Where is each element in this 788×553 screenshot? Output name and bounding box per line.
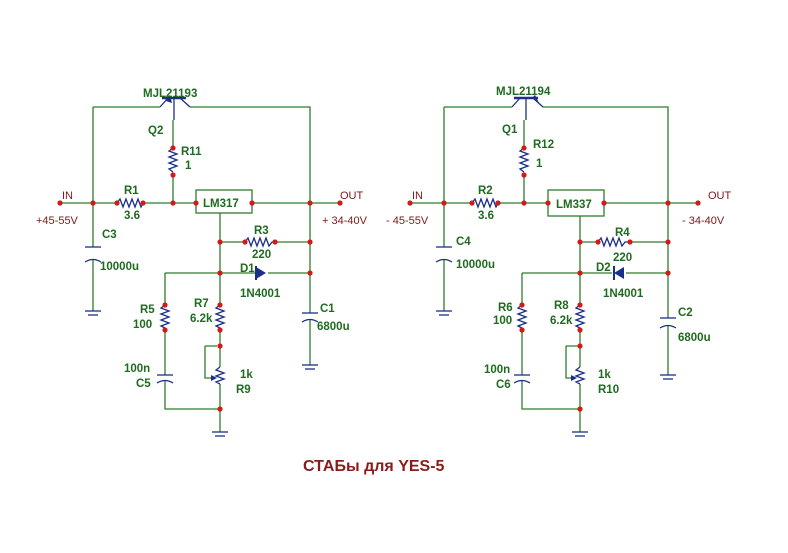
left-r11-resistor [167,147,179,173]
right-c2-value: 6800u [678,332,711,344]
right-r10-value: 1k [598,369,611,381]
right-r8-resistor [574,304,586,329]
right-r10-potentiometer [571,366,586,385]
left-transistor [159,95,191,120]
left-ground-symbols [85,310,318,437]
left-c3-capacitor [84,246,102,263]
left-c3-ref: C3 [102,229,117,241]
right-c6-value: 100n [484,364,510,376]
right-d2-part: 1N4001 [603,288,644,300]
right-r4-value: 220 [613,252,632,264]
left-r1-resistor [116,197,144,209]
right-r8-value: 6.2k [550,315,573,327]
left-r1-ref: R1 [124,185,139,197]
right-c6-ref: C6 [496,379,511,391]
right-in-label: IN [412,190,423,202]
right-d2-ref: D2 [596,262,611,274]
left-transistor-ref: Q2 [148,125,163,137]
right-ground-symbols [436,310,676,437]
right-r10-ref: R10 [598,384,619,396]
left-circuit: MJL21193 Q2 R11 1 R1 3.6 LM317 IN +45-55… [36,88,368,437]
right-r2-resistor [471,197,499,209]
left-in-voltage: +45-55V [36,215,79,227]
right-transistor-part: MJL21194 [496,86,551,98]
left-r7-ref: R7 [194,298,209,310]
right-out-label: OUT [708,190,732,202]
left-c1-capacitor [301,312,319,323]
right-c4-capacitor [435,246,453,263]
right-circuit: MJL21194 Q1 R12 1 R2 3.6 LM337 IN - 45-5… [386,86,732,437]
right-d2-diode [613,266,624,280]
right-c6-capacitor [513,374,531,384]
right-c2-capacitor [659,317,677,329]
right-r12-value: 1 [536,158,543,170]
left-c3-value: 10000u [100,261,139,273]
left-r5-value: 100 [133,319,152,331]
left-r11-ref: R11 [181,146,202,158]
left-c5-capacitor [156,374,174,384]
right-r2-ref: R2 [478,185,493,197]
right-r6-resistor [516,304,528,329]
right-c4-ref: C4 [456,236,471,248]
right-r12-ref: R12 [533,139,554,151]
left-r5-ref: R5 [140,304,155,316]
right-r4-ref: R4 [615,227,630,239]
right-regulator-box [547,189,605,217]
right-transistor [511,95,544,120]
left-out-label: OUT [340,190,364,202]
left-r9-potentiometer [211,366,226,385]
left-in-label: IN [62,190,73,202]
left-d1-part: 1N4001 [240,288,281,300]
left-d1-ref: D1 [240,263,255,275]
left-r5-resistor [159,304,171,329]
left-r9-value: 1k [240,369,253,381]
right-transistor-ref: Q1 [502,124,518,136]
left-r11-value: 1 [185,160,192,172]
diagram-title: СТАБы для YES-5 [303,458,445,475]
right-r6-ref: R6 [498,302,513,314]
right-regulator-name: LM337 [556,199,592,211]
left-junction-dots [57,145,343,412]
right-r12-resistor [518,147,530,173]
left-c5-value: 100n [124,363,150,375]
left-c5-ref: C5 [136,378,151,390]
left-d1-diode [255,266,266,280]
left-r3-value: 220 [252,249,271,261]
left-c1-value: 6800u [317,321,350,333]
left-r9-ref: R9 [236,384,251,396]
left-r7-resistor [214,304,226,329]
right-c4-value: 10000u [456,259,495,271]
right-r6-value: 100 [493,315,512,327]
right-junction-dots [407,145,701,412]
left-transistor-part: MJL21193 [143,88,197,100]
right-r8-ref: R8 [554,300,569,312]
left-regulator-name: LM317 [203,198,239,210]
right-r4-resistor [597,236,630,248]
left-r1-value: 3.6 [124,210,140,222]
right-out-voltage: - 34-40V [682,215,725,227]
right-r2-value: 3.6 [478,210,494,222]
right-wires [410,106,698,432]
left-r7-value: 6.2k [190,313,213,325]
right-in-voltage: - 45-55V [386,215,429,227]
right-c2-ref: C2 [678,307,693,319]
left-out-voltage: + 34-40V [322,215,368,227]
left-r3-resistor [244,236,275,248]
left-c1-ref: C1 [320,303,335,315]
left-r3-ref: R3 [254,225,269,237]
